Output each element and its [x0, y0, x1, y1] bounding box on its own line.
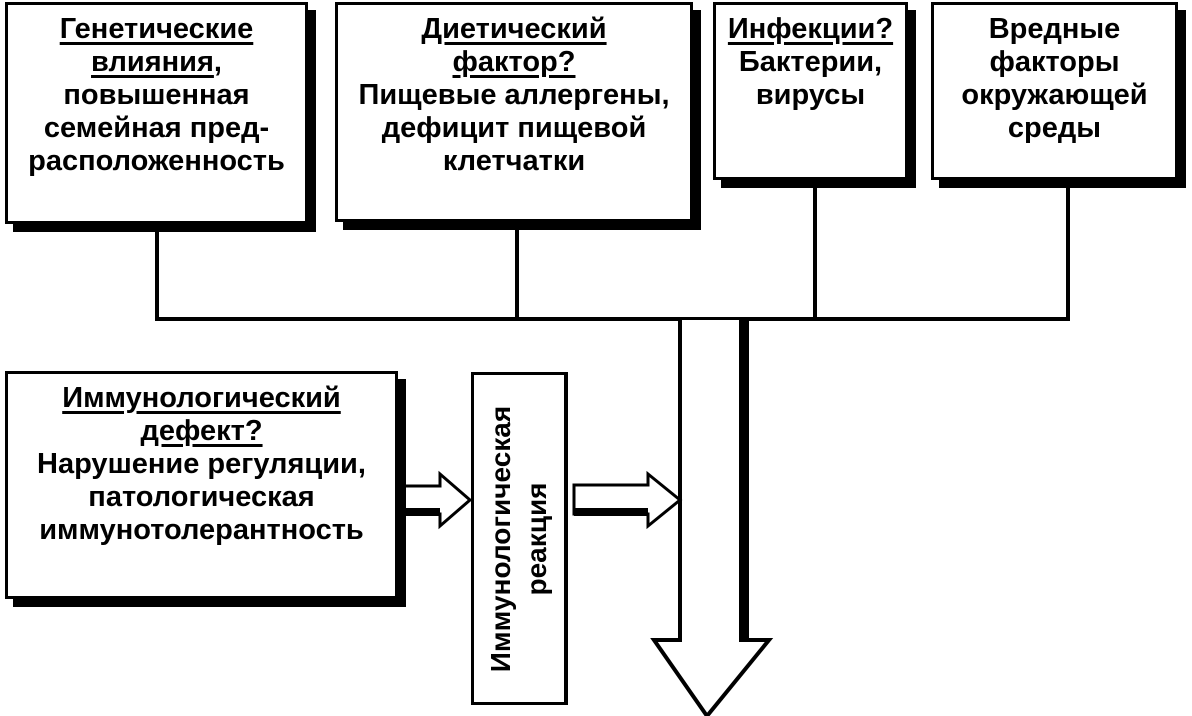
infection-line-1: Бактерии, [738, 46, 883, 78]
environment-line-2: факторы [989, 46, 1120, 78]
dietary-factor-box: Диетический фактор? Пищевые аллергены, д… [335, 2, 693, 222]
infection-box: Инфекции? Бактерии, вирусы [713, 2, 908, 180]
immune-reaction-label: Иммунологическая реакция [483, 379, 555, 699]
genetic-factors-box: Генетические влияния, повышенная семейна… [5, 2, 308, 224]
environment-box: Вредные факторы окружающей среды [931, 2, 1178, 180]
dietary-heading-2: фактор? [452, 46, 576, 78]
genetic-heading-2: влияния [91, 46, 214, 78]
defect-heading-2: дефект? [140, 415, 263, 447]
big-down-arrow [650, 320, 774, 716]
genetic-line-2: семейная пред- [43, 112, 270, 144]
environment-line-1: Вредные [988, 13, 1121, 45]
immunologic-defect-box: Иммунологический дефект? Нарушение регул… [5, 371, 398, 599]
arrow-defect-to-reaction [402, 470, 473, 530]
dietary-line-2: дефицит пищевой [381, 112, 647, 144]
reaction-line-1: Иммунологическая [485, 405, 516, 672]
defect-line-2: патологическая [88, 481, 315, 513]
genetic-line-1: повышенная [63, 79, 250, 111]
environment-line-4: среды [1007, 112, 1102, 144]
genetic-heading-comma: , [213, 46, 222, 78]
dietary-line-1: Пищевые аллергены, [358, 79, 670, 111]
defect-line-1: Нарушение регуляции, [37, 448, 366, 480]
genetic-line-3: расположенность [28, 145, 285, 177]
infection-heading: Инфекции? [727, 13, 894, 45]
reaction-line-2: реакция [521, 481, 552, 596]
infection-line-2: вирусы [755, 79, 866, 111]
environment-line-3: окружающей [961, 79, 1148, 111]
arrow-reaction-to-main [572, 470, 683, 530]
genetic-heading-1: Генетические [59, 13, 254, 45]
dietary-line-3: клетчатки [442, 145, 586, 177]
defect-line-3: иммунотолерантность [39, 514, 364, 546]
immune-reaction-box: Иммунологическая реакция [471, 372, 568, 705]
defect-heading-1: Иммунологический [62, 382, 341, 414]
dietary-heading-1: Диетический [421, 13, 607, 45]
